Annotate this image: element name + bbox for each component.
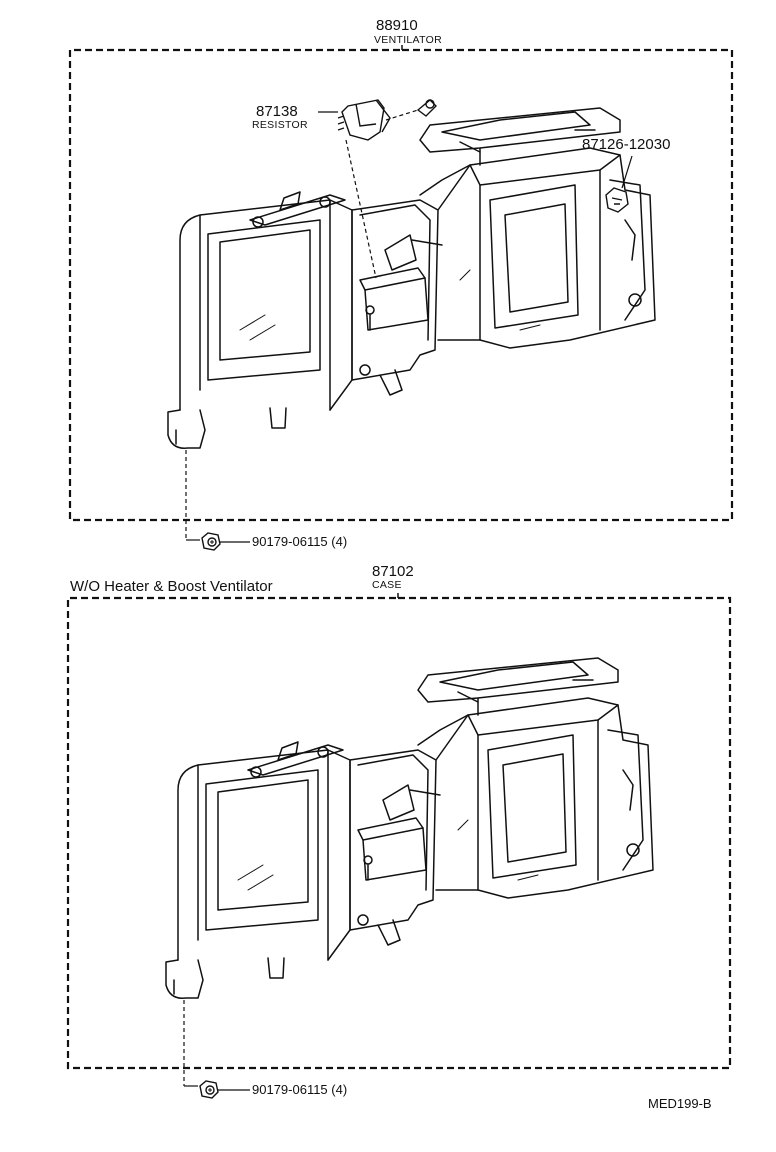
screw-top [201,532,221,551]
variant-note: W/O Heater & Boost Ventilator [70,578,273,595]
screw-bottom [199,1080,219,1099]
resistor-part [337,99,391,141]
clip-part [605,187,629,213]
clip-part-number: 87126-12030 [582,136,671,153]
resistor-screw [416,99,437,117]
figure-code: MED199-B [648,1096,712,1111]
case-frame [66,596,732,1070]
leader-lines [185,109,419,540]
ventilator-frame [68,48,734,522]
screw-part-number-bottom: 90179-06115 (4) [252,1082,348,1097]
screw-part-number-top: 90179-06115 (4) [252,534,348,549]
ventilator-part-name: VENTILATOR [374,34,442,46]
ventilator-part-number: 88910 [376,17,418,34]
case-part-name: CASE [372,579,402,591]
resistor-part-number: 87138 [256,103,298,120]
case-assembly [165,657,654,999]
ventilator-assembly [167,107,656,449]
resistor-part-name: RESISTOR [252,119,308,131]
case-part-number: 87102 [372,563,414,580]
